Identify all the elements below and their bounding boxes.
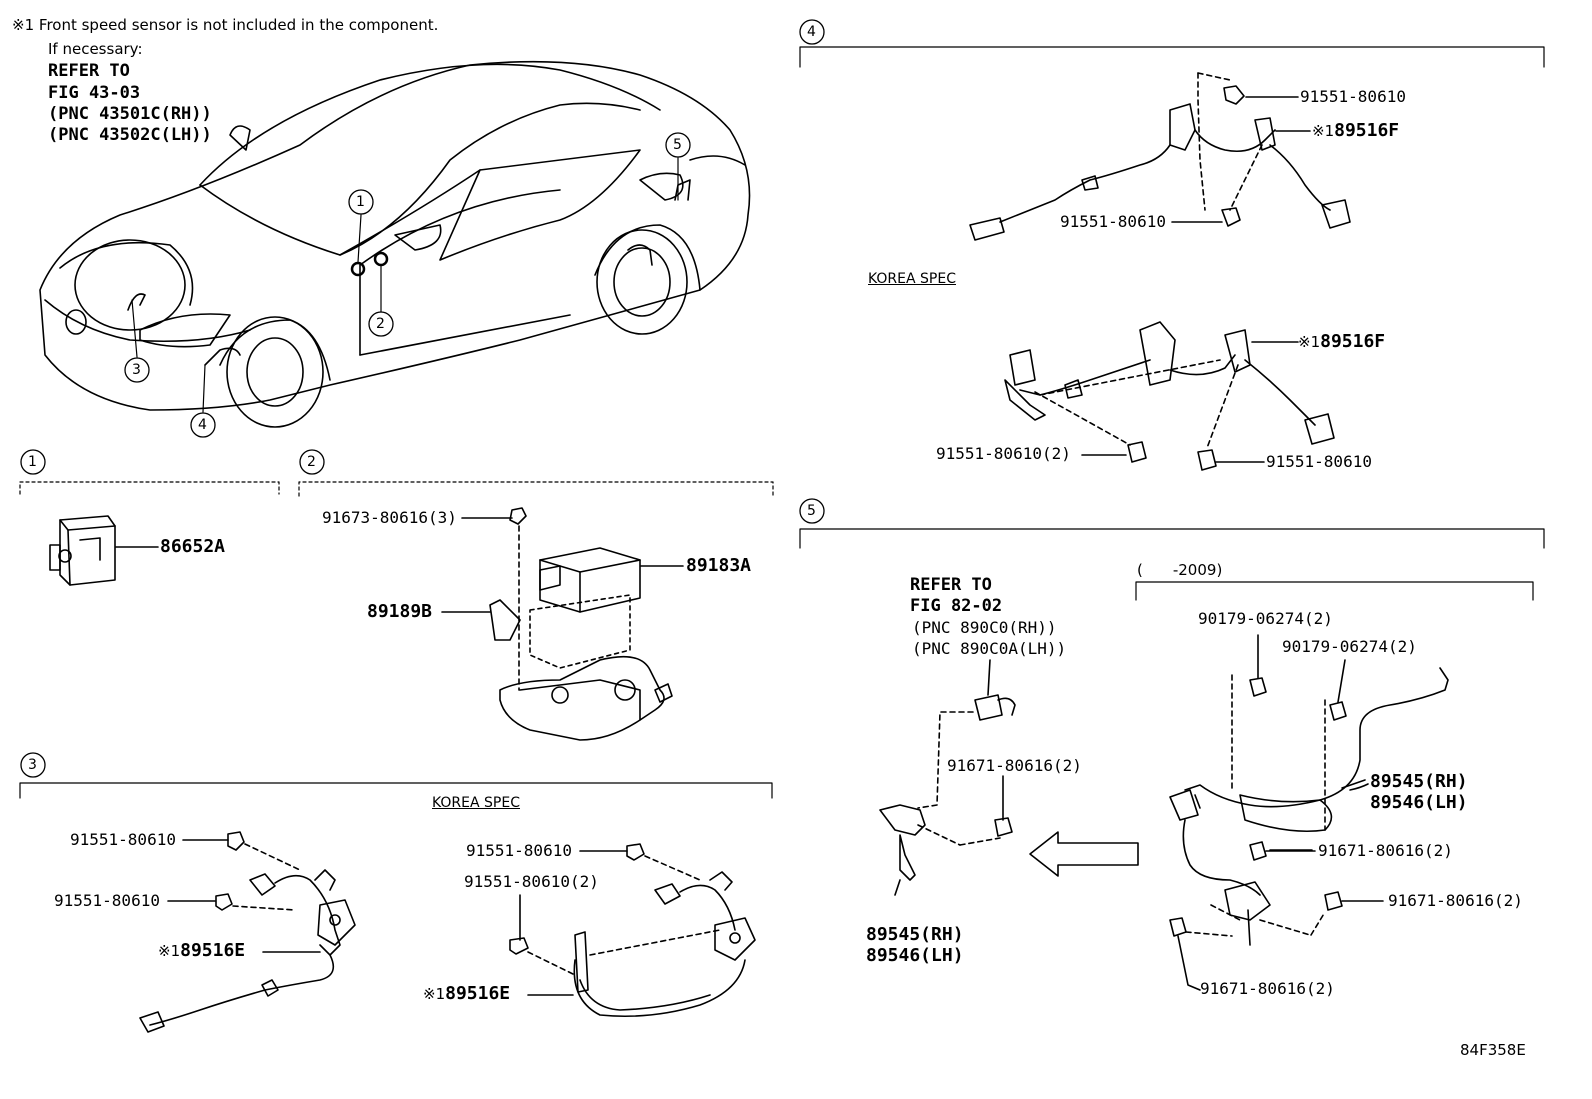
- section-5-art: [879, 634, 1449, 991]
- refer-line: FIG 82-02: [910, 596, 1003, 616]
- callout-1: 1: [356, 194, 365, 210]
- section-2-art: [441, 507, 684, 741]
- callout-circles: [20, 19, 825, 778]
- part-number-bolt: 91671-80616(2): [1200, 979, 1335, 998]
- illustration-id: 84F358E: [1460, 1041, 1526, 1059]
- part-number-bolt: 91551-80610: [54, 891, 160, 910]
- note-mark: ※1: [423, 985, 446, 1003]
- section-4-number: 4: [807, 24, 816, 40]
- refer-line: (PNC 890C0(RH)): [912, 618, 1057, 637]
- date-range: ( -2009): [1137, 561, 1223, 579]
- part-number-bolt: 91551-80610: [70, 830, 176, 849]
- callout-5: 5: [673, 137, 682, 153]
- part-number-bolt: 91551-80610(2): [464, 872, 599, 891]
- section-frames: [19, 46, 1545, 799]
- part-number-bolt: 91551-80610: [1060, 212, 1166, 231]
- callout-2: 2: [376, 316, 385, 332]
- part-number-sensor-lh: 89546(LH): [1370, 792, 1468, 813]
- part-number-bolt: 91551-80610: [466, 841, 572, 860]
- refer-line: (PNC 890C0A(LH)): [912, 639, 1067, 658]
- callout-leaders: [131, 157, 679, 413]
- korea-spec-label: KOREA SPEC: [432, 795, 520, 811]
- part-number-bolt: 91671-80616(2): [1318, 841, 1453, 860]
- car-illustration: [39, 60, 751, 428]
- section-1-number: 1: [28, 454, 37, 470]
- section-3-number: 3: [28, 757, 37, 773]
- note-refer-line: REFER TO: [48, 61, 130, 81]
- part-number-bolt: 91673-80616(3): [322, 508, 457, 527]
- part-number-89516F: 89516F: [1334, 120, 1400, 141]
- part-number-89183A: 89183A: [686, 555, 752, 576]
- part-number-nut: 90179-06274(2): [1198, 609, 1333, 628]
- section-4-art: [969, 72, 1351, 471]
- section-1-art: [49, 515, 159, 586]
- part-number-86652A: 86652A: [160, 536, 226, 557]
- note-refer-line: (PNC 43501C(RH)): [48, 104, 212, 124]
- part-number-sensor-lh: 89546(LH): [866, 945, 964, 966]
- sensor-label-89516F: ※189516F: [1298, 333, 1385, 351]
- note-mark: ※1: [12, 16, 35, 34]
- sensor-label-89516E: ※189516E: [423, 985, 510, 1003]
- part-number-bolt: 91551-80610(2): [936, 444, 1071, 463]
- note-mark: ※1: [1298, 333, 1321, 351]
- part-number-nut: 90179-06274(2): [1282, 637, 1417, 656]
- sensor-label-89516E: ※189516E: [158, 942, 245, 960]
- refer-line: REFER TO: [910, 575, 992, 595]
- part-number-bolt: 91671-80616(2): [947, 756, 1082, 775]
- part-number-89516E: 89516E: [445, 983, 511, 1004]
- part-number-89189B: 89189B: [367, 601, 433, 622]
- part-number-bolt: 91551-80610: [1300, 87, 1406, 106]
- korea-spec-label: KOREA SPEC: [868, 271, 956, 287]
- section-3-art: [139, 831, 756, 1033]
- note-refer-line: (PNC 43502C(LH)): [48, 125, 212, 145]
- callout-3: 3: [132, 362, 141, 378]
- callout-4: 4: [198, 417, 207, 433]
- part-number-89516E: 89516E: [180, 940, 246, 961]
- part-number-89516F: 89516F: [1320, 331, 1386, 352]
- note-if-necessary: If necessary:: [48, 40, 143, 58]
- note-refer-line: FIG 43-03: [48, 83, 141, 103]
- part-number-bolt: 91671-80616(2): [1388, 891, 1523, 910]
- section-5-number: 5: [807, 503, 816, 519]
- part-number-bolt: 91551-80610: [1266, 452, 1372, 471]
- part-number-sensor-rh: 89545(RH): [1370, 771, 1468, 792]
- sensor-label-89516F: ※189516F: [1312, 122, 1399, 140]
- note-mark: ※1: [158, 942, 181, 960]
- note-mark: ※1: [1312, 122, 1335, 140]
- note-text: Front speed sensor is not included in th…: [38, 16, 439, 34]
- note-line: ※1 Front speed sensor is not included in…: [12, 18, 438, 33]
- section-2-number: 2: [307, 454, 316, 470]
- part-number-sensor-rh: 89545(RH): [866, 924, 964, 945]
